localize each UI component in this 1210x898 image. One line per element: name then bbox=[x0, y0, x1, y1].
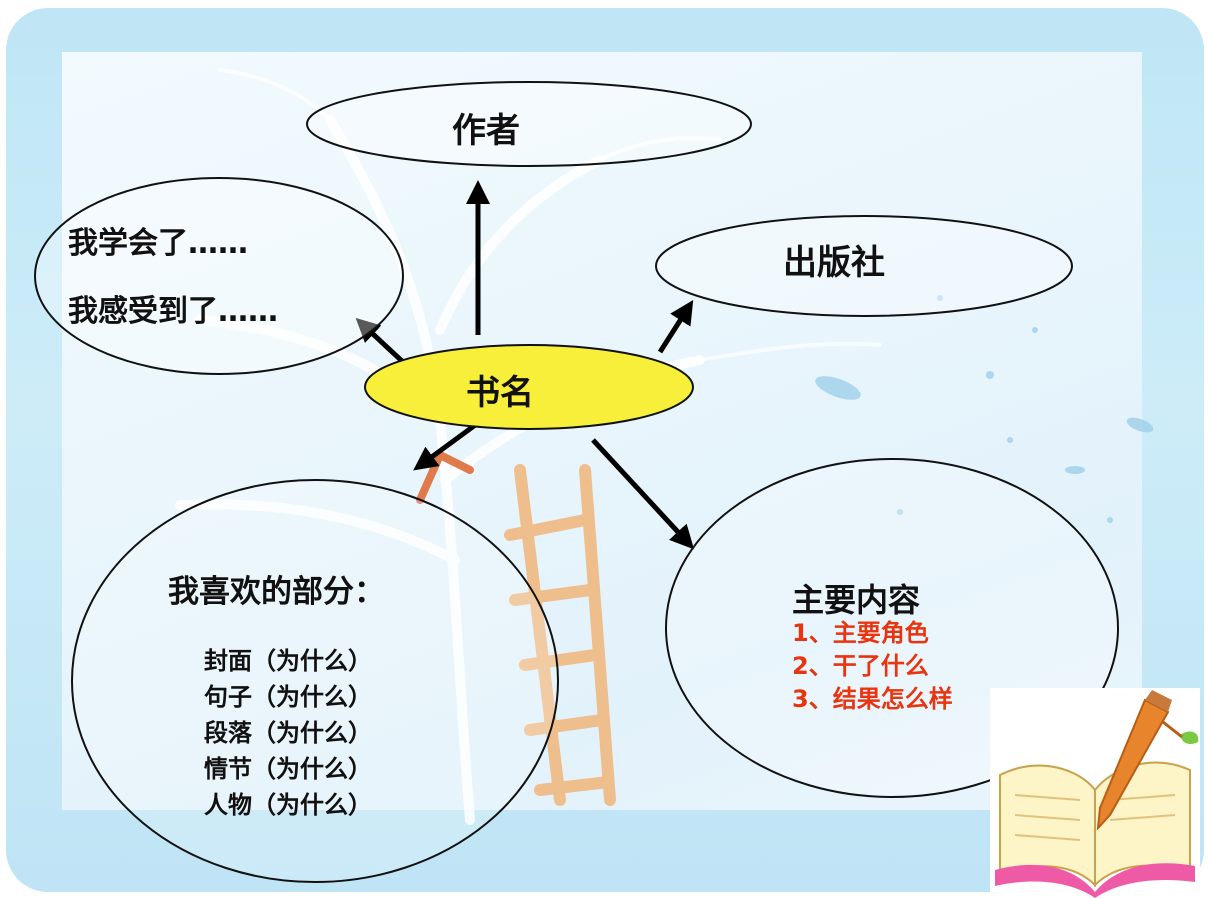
arrow-to-favorite bbox=[413, 420, 480, 471]
favorite-item: 段落（为什么） bbox=[204, 719, 372, 747]
main-content-title: 主要内容 bbox=[792, 581, 921, 619]
learned-line-1: 我学会了…… bbox=[68, 226, 248, 261]
favorite-list: 封面（为什么） 句子（为什么） 段落（为什么） 情节（为什么） 人物（为什么） bbox=[204, 643, 372, 823]
author-node bbox=[306, 81, 752, 167]
center-node bbox=[364, 344, 694, 430]
favorite-title: 我喜欢的部分： bbox=[168, 574, 385, 610]
author-label: 作者 bbox=[452, 111, 520, 151]
favorite-item: 人物（为什么） bbox=[204, 791, 372, 819]
book-title-label: 书名 bbox=[466, 373, 534, 413]
publisher-label: 出版社 bbox=[783, 243, 885, 283]
main-content-item: 2、干了什么 bbox=[792, 652, 929, 680]
learned-node bbox=[34, 177, 404, 375]
arrow-to-publisher bbox=[657, 299, 694, 354]
arrow-to-main-content bbox=[591, 438, 695, 550]
favorite-item: 封面（为什么） bbox=[204, 647, 372, 675]
main-content-item: 3、结果怎么样 bbox=[792, 685, 953, 713]
open-book-icon bbox=[990, 688, 1200, 898]
arrow-to-learned bbox=[355, 317, 405, 364]
pencil-icon bbox=[1096, 690, 1199, 831]
favorite-node bbox=[71, 479, 559, 883]
learned-line-2: 我感受到了…… bbox=[68, 294, 278, 329]
publisher-node bbox=[655, 215, 1073, 317]
favorite-item: 情节（为什么） bbox=[204, 755, 372, 783]
favorite-item: 句子（为什么） bbox=[204, 683, 372, 711]
main-content-item: 1、主要角色 bbox=[792, 619, 929, 647]
main-content-list: 1、主要角色 2、干了什么 3、结果怎么样 bbox=[792, 617, 953, 716]
